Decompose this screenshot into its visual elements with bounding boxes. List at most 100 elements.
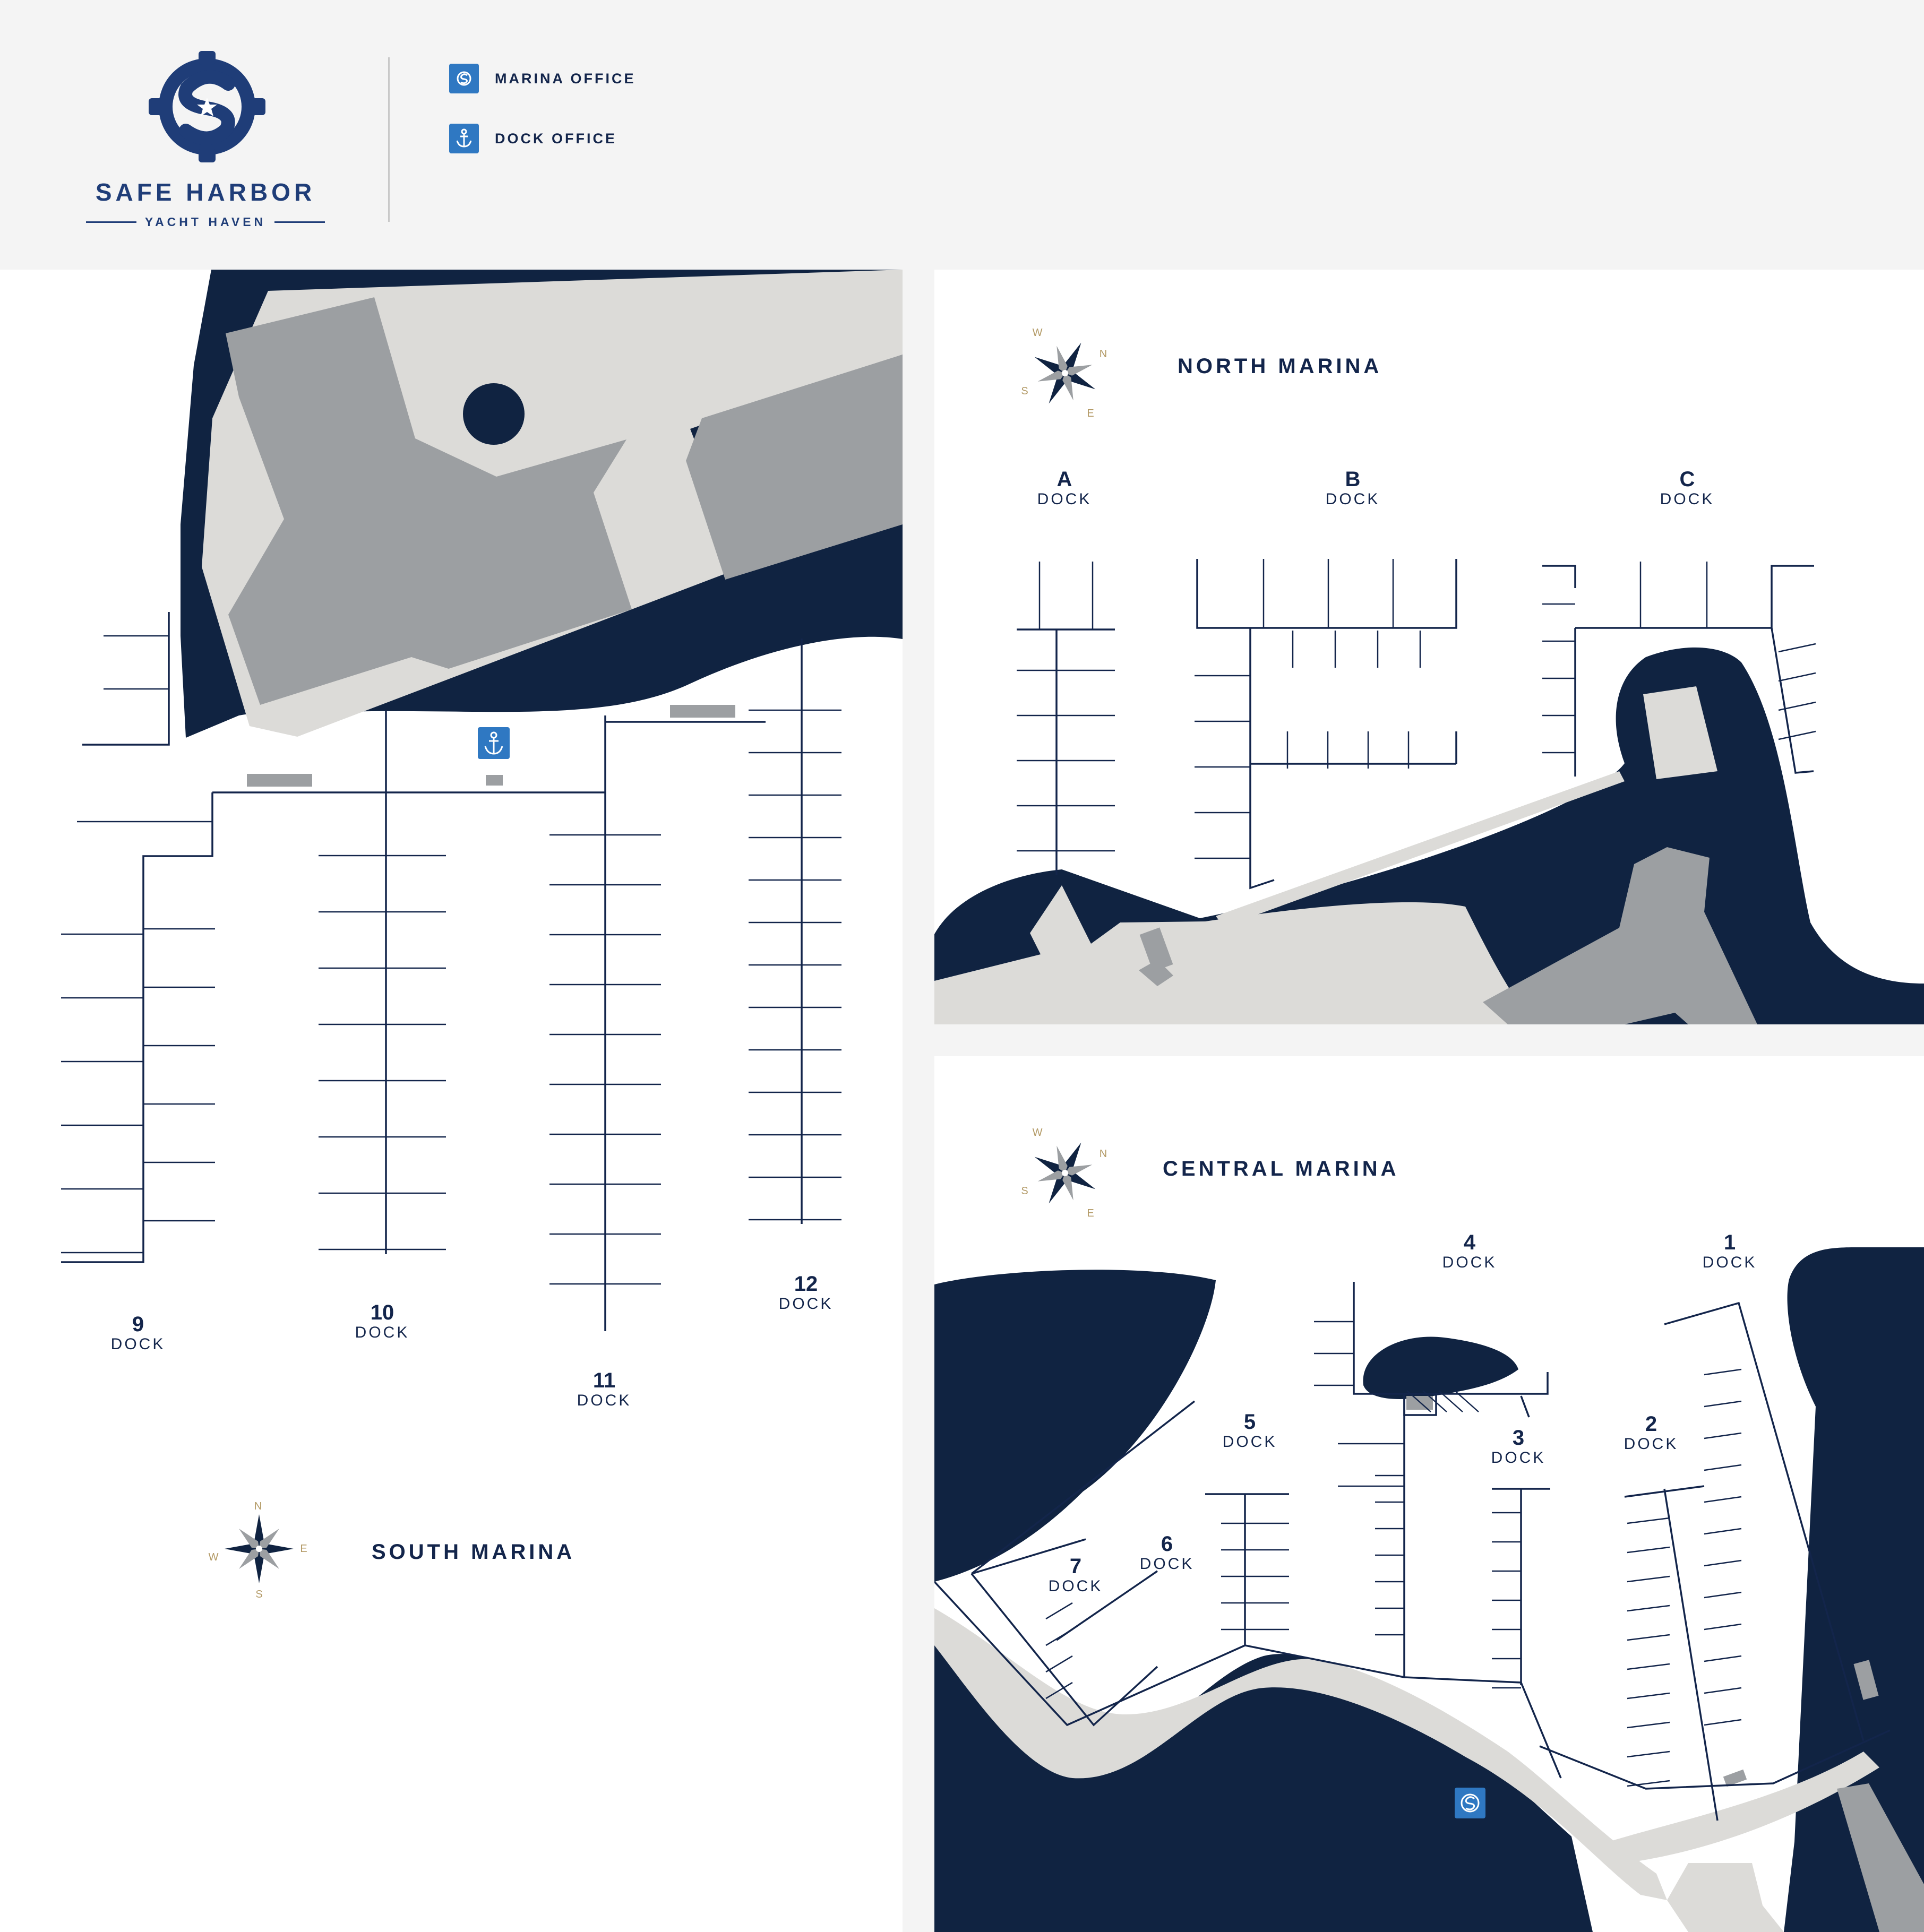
south-tower xyxy=(463,383,525,445)
central-land-cape xyxy=(1667,1863,1784,1932)
slip-line xyxy=(1704,1528,1742,1535)
brand-name: SAFE HARBOR xyxy=(95,178,316,206)
svg-text:S: S xyxy=(255,1589,262,1600)
slip-line xyxy=(1778,730,1816,740)
north-land xyxy=(934,885,1534,1024)
svg-text:S: S xyxy=(1021,385,1028,397)
central-building-corner xyxy=(1837,1783,1924,1932)
south-building-east xyxy=(686,355,903,580)
slip-line xyxy=(1627,1721,1670,1729)
svg-text:W: W xyxy=(1033,327,1043,339)
slip-line xyxy=(1704,1432,1742,1439)
central-marina-map xyxy=(934,1247,1924,1932)
slip-line xyxy=(1704,1559,1742,1567)
anchor-icon xyxy=(478,727,510,759)
safe-harbor-logo-icon xyxy=(149,51,265,162)
slip-line xyxy=(1406,1390,1431,1412)
slip-line xyxy=(1045,1628,1073,1646)
compass-rose-icon: N E S W xyxy=(1021,327,1107,419)
slip-line xyxy=(1627,1780,1670,1787)
compass-rose-icon: N E S W xyxy=(209,1500,307,1600)
compass-rose-icon: N E S W xyxy=(1021,1127,1107,1219)
slip-line xyxy=(1627,1605,1670,1612)
central-marina-title: CENTRAL MARINA xyxy=(1163,1157,1399,1180)
svg-text:W: W xyxy=(209,1551,219,1563)
brand-subtitle-row: YACHT HAVEN xyxy=(86,212,325,231)
central-land-east xyxy=(1609,1752,1879,1863)
svg-text:N: N xyxy=(254,1500,262,1512)
legend-item-dock-office: DOCK OFFICE xyxy=(449,124,617,153)
slip-line xyxy=(1045,1681,1073,1700)
slip-line xyxy=(1454,1390,1479,1412)
slip-line xyxy=(1422,1390,1447,1412)
central-water-south xyxy=(934,1624,1593,1932)
south-marina-map xyxy=(61,270,903,1331)
slip-line xyxy=(1627,1750,1670,1758)
svg-text:E: E xyxy=(1087,408,1094,419)
slip-line xyxy=(1627,1692,1670,1700)
header-divider xyxy=(388,57,390,222)
slip-line xyxy=(1627,1517,1670,1524)
svg-text:N: N xyxy=(1100,1148,1107,1160)
south-building-main xyxy=(226,297,632,705)
slip-line xyxy=(1704,1623,1742,1631)
slip-line xyxy=(1627,1663,1670,1670)
slip-line xyxy=(1778,643,1816,653)
north-marina-map xyxy=(934,559,1924,1024)
slip-line xyxy=(1704,1591,1742,1599)
central-water-east xyxy=(1784,1247,1924,1932)
subtitle-rule-right xyxy=(274,221,325,223)
slip-line xyxy=(1704,1655,1742,1662)
legend-label: MARINA OFFICE xyxy=(495,70,636,87)
north-pier-building xyxy=(1643,686,1717,779)
legend-item-marina-office: MARINA OFFICE xyxy=(449,64,635,93)
slip-line xyxy=(1627,1546,1670,1554)
central-road xyxy=(934,1608,1667,1900)
north-marina-title: NORTH MARINA xyxy=(1178,355,1382,378)
north-building-east xyxy=(1483,847,1757,1024)
svg-text:E: E xyxy=(300,1543,307,1555)
south-marina-title: SOUTH MARINA xyxy=(372,1540,576,1564)
central-water-west xyxy=(934,1270,1216,1582)
slip-line xyxy=(1778,672,1816,682)
ship-wheel-icon xyxy=(1455,1788,1485,1818)
slip-line xyxy=(1627,1634,1670,1641)
brand-subtitle: YACHT HAVEN xyxy=(144,214,267,229)
slip-line xyxy=(1704,1400,1742,1408)
slip-line xyxy=(1438,1390,1463,1412)
slip-line xyxy=(1704,1496,1742,1503)
north-seawall xyxy=(1216,771,1625,927)
subtitle-rule-left xyxy=(86,221,136,223)
slip-line xyxy=(1704,1687,1742,1694)
legend-label: DOCK OFFICE xyxy=(495,130,617,146)
svg-text:S: S xyxy=(1021,1185,1028,1197)
ship-wheel-icon xyxy=(449,64,479,93)
svg-text:E: E xyxy=(1087,1208,1094,1219)
header: SAFE HARBOR YACHT HAVEN MARINA OFFICE xyxy=(0,0,1924,270)
north-building-small xyxy=(1139,960,1173,986)
slip-line xyxy=(1704,1719,1742,1726)
anchor-icon xyxy=(449,124,479,153)
slip-line xyxy=(1704,1368,1742,1376)
svg-text:W: W xyxy=(1033,1127,1043,1138)
central-island xyxy=(1363,1336,1518,1399)
slip-line xyxy=(1045,1602,1073,1620)
